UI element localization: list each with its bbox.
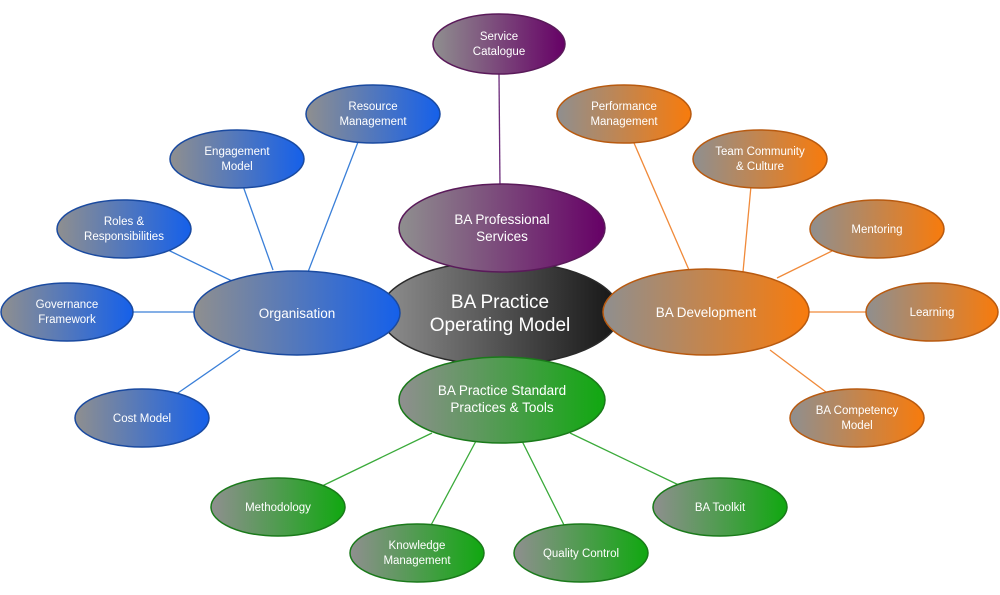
leaf-learning: Learning (865, 282, 999, 342)
hub-organisation-label: Organisation (259, 306, 336, 321)
leaf-quality-control: Quality Control (513, 523, 649, 583)
hub-ba-development: BA Development (602, 268, 810, 356)
center-title-line2: Operating Model (430, 315, 570, 336)
leaf-cost-model-label: Cost Model (113, 413, 171, 425)
leaf-resource-line2: Management (339, 116, 407, 128)
hub-development-label: BA Development (656, 305, 757, 320)
leaf-competency-line2: Model (841, 420, 872, 432)
leaf-service-catalogue-line1: Service (480, 31, 518, 43)
leaf-governance-framework: Governance Framework (0, 282, 134, 342)
connector-service-catalogue (498, 73, 501, 189)
center-title-line1: BA Practice (451, 292, 549, 313)
leaf-methodology-label: Methodology (245, 502, 311, 514)
connector-engagement-model (242, 185, 274, 271)
hub-professional-services: BA Professional Services (398, 183, 606, 273)
connector-methodology (319, 432, 433, 488)
leaf-toolkit-label: BA Toolkit (695, 502, 746, 514)
leaf-performance-line2: Management (590, 116, 658, 128)
leaf-performance-line1: Performance (591, 101, 657, 113)
hub-professional-line2: Services (476, 229, 528, 244)
leaf-team-line2: & Culture (736, 161, 784, 173)
leaf-service-catalogue-line2: Catalogue (473, 46, 525, 58)
leaf-methodology: Methodology (210, 477, 346, 537)
connector-knowledge (429, 440, 477, 528)
leaf-engagement-model: Engagement Model (169, 129, 305, 189)
connectors (133, 73, 866, 528)
leaf-resource-line1: Resource (348, 101, 397, 113)
leaf-roles-responsibilities: Roles & Responsibilities (56, 199, 192, 259)
leaf-governance-line1: Governance (36, 299, 99, 311)
connector-cost-model (174, 349, 241, 396)
leaf-competency-line1: BA Competency (816, 405, 899, 417)
leaf-knowledge-management: Knowledge Management (349, 523, 485, 583)
leaf-knowledge-line2: Management (383, 555, 451, 567)
leaf-roles-line1: Roles & (104, 216, 145, 228)
connector-toolkit (569, 432, 686, 489)
leaf-mentoring: Mentoring (809, 199, 945, 259)
leaf-service-catalogue: Service Catalogue (432, 13, 566, 75)
leaf-team-line1: Team Community (715, 146, 805, 158)
leaf-performance-management: Performance Management (556, 84, 692, 144)
hub-standard-practices: BA Practice Standard Practices & Tools (398, 356, 606, 444)
leaf-engagement-line2: Model (221, 161, 252, 173)
leaf-mentoring-label: Mentoring (851, 224, 902, 236)
leaf-roles-line2: Responsibilities (84, 231, 164, 243)
leaf-engagement-line1: Engagement (204, 146, 270, 158)
leaf-governance-line2: Framework (38, 314, 96, 326)
connector-roles (167, 249, 233, 282)
hub-professional-line1: BA Professional (454, 212, 549, 227)
connector-team-community (742, 185, 752, 273)
leaf-team-community: Team Community & Culture (692, 129, 828, 189)
connector-quality (521, 440, 566, 528)
hub-practice-line1: BA Practice Standard (438, 383, 566, 398)
leaf-cost-model: Cost Model (74, 388, 210, 448)
connector-performance (633, 142, 690, 271)
connector-competency (769, 349, 827, 393)
leaf-ba-toolkit: BA Toolkit (652, 477, 788, 537)
connector-resource-management (307, 141, 359, 273)
connector-mentoring (776, 250, 833, 279)
leaf-learning-label: Learning (910, 307, 955, 319)
leaf-quality-label: Quality Control (543, 548, 619, 560)
center-node: BA Practice Operating Model (379, 260, 621, 366)
hub-organisation: Organisation (193, 270, 401, 356)
leaf-resource-management: Resource Management (305, 84, 441, 144)
hub-practice-line2: Practices & Tools (450, 400, 554, 415)
leaf-ba-competency: BA Competency Model (789, 388, 925, 448)
leaf-knowledge-line1: Knowledge (389, 540, 446, 552)
